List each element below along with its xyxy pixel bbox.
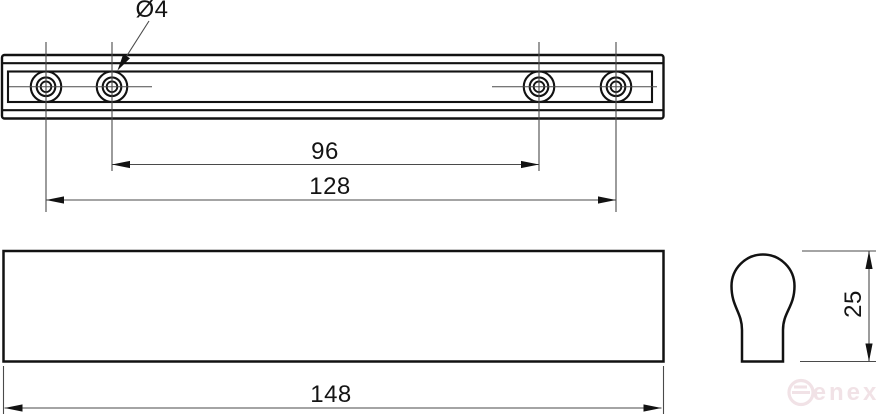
top-view-thin-lines xyxy=(9,20,657,212)
handle-side-profile xyxy=(730,253,796,363)
arrow-148-left xyxy=(4,404,23,412)
arrow-148-right xyxy=(643,404,662,412)
dimension-label-96: 96 xyxy=(311,138,339,165)
arrow-25-top xyxy=(865,251,873,269)
side-view-arrowheads xyxy=(865,251,873,362)
arrow-96-right xyxy=(521,160,539,169)
top-view-arrowheads xyxy=(46,54,616,204)
side-view-thin-lines xyxy=(800,250,876,363)
leader-arrowhead xyxy=(117,54,130,71)
arrow-128-left xyxy=(46,196,64,204)
arrow-128-right xyxy=(598,196,616,204)
dimension-label-hole-diameter: Ø4 xyxy=(135,0,169,23)
top-view-outline xyxy=(0,53,665,120)
arrow-25-bottom xyxy=(865,343,873,362)
arrow-96-left xyxy=(112,160,130,169)
logo-ring xyxy=(787,378,815,407)
handle-front-view xyxy=(2,249,665,363)
watermark-text: enex xyxy=(812,379,879,406)
profile-outline xyxy=(730,253,796,363)
dimension-label-128: 128 xyxy=(309,173,351,200)
dimension-label-25: 25 xyxy=(840,290,867,318)
enex-logo-icon xyxy=(787,378,815,407)
front-view-outline xyxy=(2,249,665,363)
dimension-label-148: 148 xyxy=(310,381,352,408)
front-view-arrowheads xyxy=(4,404,662,412)
logo-e-bars xyxy=(792,385,810,394)
front-view-thin-lines xyxy=(2,366,665,414)
